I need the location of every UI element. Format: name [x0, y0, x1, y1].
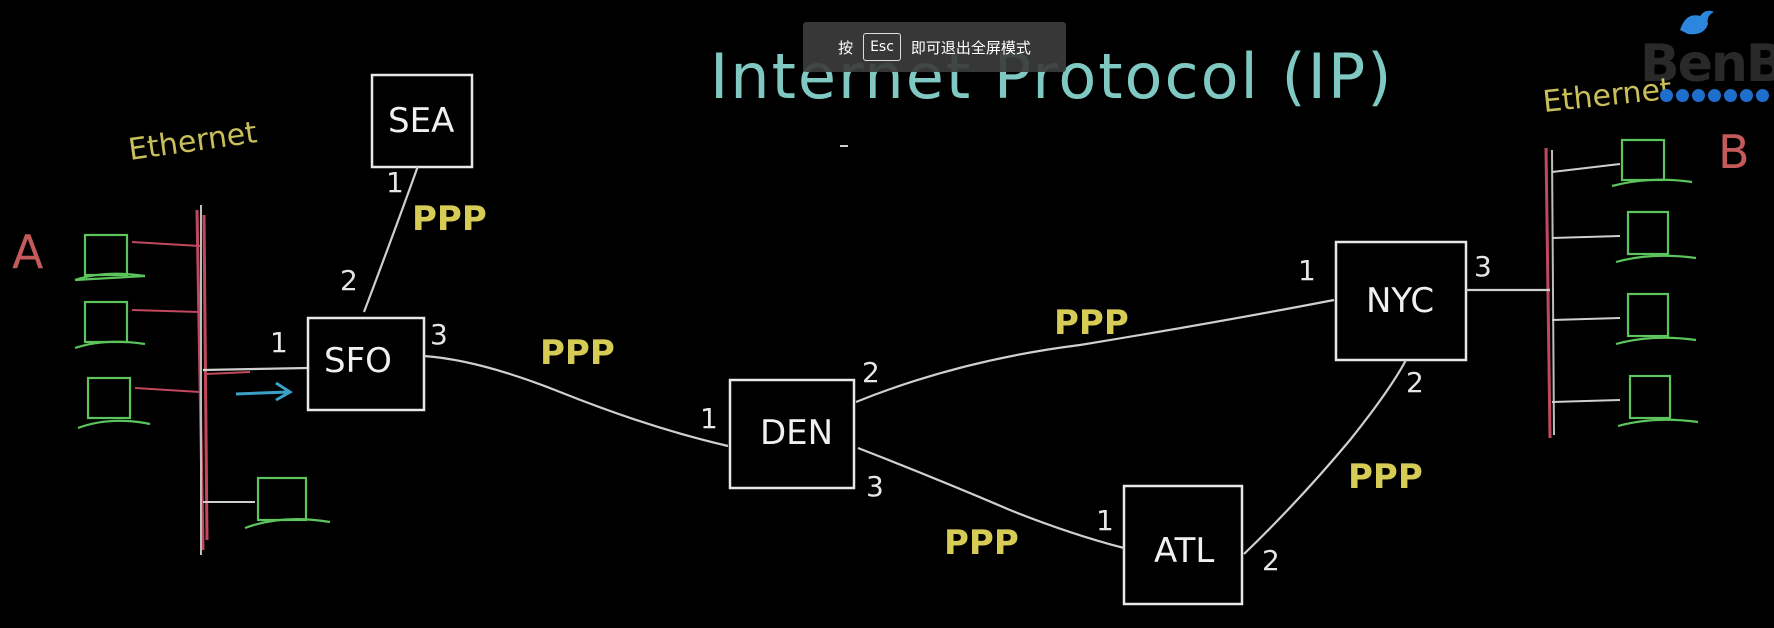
- link-bus-sfo: [202, 366, 309, 372]
- ethernet-label-left: Ethernet: [126, 115, 259, 168]
- ethernet-bus-left: [195, 205, 209, 555]
- ppp-label-sfo-den: PPP: [540, 333, 615, 373]
- computer-icon: [74, 233, 201, 282]
- host-group-a-label: A: [12, 225, 44, 279]
- computer-icon: [1551, 292, 1697, 346]
- ppp-label-den-atl: PPP: [944, 523, 1019, 563]
- router-nyc-label: NYC: [1366, 281, 1434, 321]
- port-den-3: 3: [866, 470, 884, 503]
- port-sfo-3: 3: [430, 318, 448, 351]
- link-sea-sfo: [362, 165, 420, 313]
- router-sfo: SFO: [306, 316, 426, 412]
- computer-icon: [74, 300, 201, 350]
- logo-text: BenBl: [1640, 34, 1774, 94]
- toast-prefix: 按: [838, 38, 854, 57]
- port-nyc-2: 2: [1406, 366, 1424, 399]
- channel-logo: BenBl: [1640, 6, 1774, 106]
- link-den-nyc: [855, 298, 1335, 404]
- link-den-atl: [857, 446, 1125, 550]
- port-sfo-1: 1: [270, 326, 288, 359]
- computer-icon: [1551, 138, 1693, 188]
- toast-suffix: 即可退出全屏模式: [910, 38, 1031, 57]
- computer-icon: [77, 376, 201, 430]
- port-nyc-1: 1: [1298, 254, 1316, 287]
- port-sfo-2: 2: [340, 264, 358, 297]
- link-sfo-den: [423, 354, 729, 448]
- logo-dots: [1660, 89, 1769, 102]
- computer-icon: [203, 476, 331, 530]
- ethernet-bus-right: [1544, 147, 1555, 439]
- router-nyc: NYC: [1334, 240, 1468, 362]
- ppp-label-den-nyc: PPP: [1054, 303, 1129, 343]
- computer-icon: [1551, 210, 1697, 264]
- port-nyc-3: 3: [1474, 250, 1492, 283]
- bird-icon: [1680, 10, 1714, 35]
- router-atl-label: ATL: [1154, 531, 1214, 571]
- host-group-b-label: B: [1718, 125, 1750, 179]
- router-sea-label: SEA: [388, 101, 454, 141]
- router-den-label: DEN: [760, 413, 833, 453]
- computer-icon: [1551, 374, 1699, 428]
- port-den-2: 2: [862, 356, 880, 389]
- ppp-label-atl-nyc: PPP: [1348, 457, 1423, 497]
- router-den: DEN: [728, 378, 856, 490]
- port-atl-1: 1: [1096, 504, 1114, 537]
- router-sea: SEA: [370, 73, 474, 169]
- arrow-icon: [235, 381, 293, 402]
- exit-fullscreen-toast: 按 Esc 即可退出全屏模式: [803, 22, 1066, 72]
- link-atl-nyc: [1243, 359, 1407, 555]
- port-atl-2: 2: [1262, 544, 1280, 577]
- port-den-1: 1: [700, 402, 718, 435]
- port-sea-1: 1: [386, 166, 404, 199]
- ppp-label-sea-sfo: PPP: [412, 199, 487, 239]
- router-atl: ATL: [1122, 484, 1244, 606]
- router-sfo-label: SFO: [324, 341, 392, 381]
- esc-key[interactable]: Esc: [863, 33, 901, 61]
